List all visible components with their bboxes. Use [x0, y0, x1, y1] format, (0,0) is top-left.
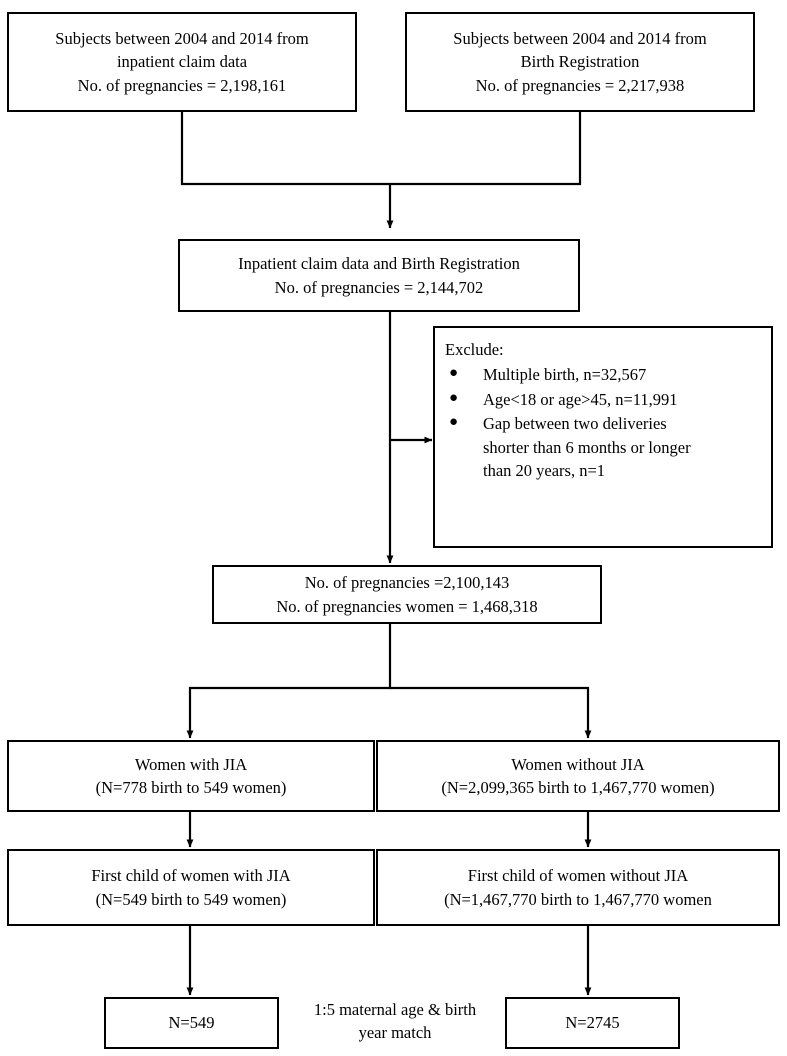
node-birth-registration-source-line-2: Birth Registration: [520, 52, 640, 72]
exclusion-list: ● Multiple birth, n=32,567 ● Age<18 or a…: [443, 363, 691, 483]
exclusion-item-multiple-birth: ● Multiple birth, n=32,567: [443, 363, 691, 386]
node-first-child-with-jia: First child of women with JIA (N=549 bir…: [7, 849, 375, 926]
node-women-without-jia-line-1: Women without JIA: [511, 754, 645, 774]
node-final-cases-line-1: N=549: [168, 1013, 215, 1033]
node-final-controls: N=2745: [505, 997, 680, 1049]
node-inpatient-source-line-2: inpatient claim data: [116, 52, 248, 72]
node-inpatient-source-line-3: No. of pregnancies = 2,198,161: [77, 75, 287, 95]
exclusion-item-age-line-1: Age<18 or age>45, n=11,991: [483, 389, 678, 409]
node-women-with-jia-line-2: (N=778 birth to 549 women): [95, 778, 287, 797]
node-final-controls-line-1: N=2745: [565, 1013, 620, 1033]
node-first-child-without-jia-line-2: (N=1,467,770 birth to 1,467,770 women: [444, 889, 712, 909]
match-note-line-2: birth year match: [358, 1000, 477, 1043]
bullet-icon: ●: [449, 365, 459, 382]
node-inpatient-source: Subjects between 2004 and 2014 from inpa…: [7, 12, 357, 112]
exclusion-title: Exclude:: [445, 340, 504, 359]
node-after-exclusion-line-2: No. of pregnancies women = 1,468,318: [276, 596, 538, 616]
exclusion-item-gap-line-2: shorter than 6 months or longer: [483, 437, 691, 457]
node-women-with-jia-line-1: Women with JIA: [134, 754, 248, 774]
node-women-with-jia: Women with JIA (N=778 birth to 549 women…: [7, 740, 375, 812]
node-birth-registration-source: Subjects between 2004 and 2014 from Birt…: [405, 12, 755, 112]
node-merged-data: Inpatient claim data and Birth Registrat…: [178, 239, 580, 312]
node-merged-data-line-1: Inpatient claim data and Birth Registrat…: [238, 254, 520, 274]
bullet-icon: ●: [449, 414, 459, 431]
node-first-child-without-jia-line-1: First child of women without JIA: [467, 866, 689, 886]
node-exclusion-criteria: Exclude: ● Multiple birth, n=32,567 ● Ag…: [433, 326, 773, 548]
node-after-exclusion-line-1: No. of pregnancies =2,100,143: [304, 573, 510, 593]
node-women-without-jia: Women without JIA (N=2,099,365 birth to …: [376, 740, 780, 812]
node-inpatient-source-line-1: Subjects between 2004 and 2014 from: [55, 28, 309, 48]
node-after-exclusion: No. of pregnancies =2,100,143 No. of pre…: [212, 565, 602, 624]
exclusion-item-gap-line-3: than 20 years, n=1: [483, 461, 606, 481]
exclusion-item-multiple-birth-line-1: Multiple birth, n=32,567: [483, 365, 647, 385]
exclusion-item-gap: ● Gap between two deliveries shorter tha…: [443, 412, 691, 482]
node-first-child-without-jia: First child of women without JIA (N=1,46…: [376, 849, 780, 926]
bullet-icon: ●: [449, 389, 459, 406]
node-birth-registration-source-line-1: Subjects between 2004 and 2014 from: [453, 28, 707, 48]
exclusion-item-gap-line-1: Gap between two deliveries: [483, 414, 667, 434]
exclusion-item-age: ● Age<18 or age>45, n=11,991: [443, 388, 691, 411]
node-women-without-jia-line-2: (N=2,099,365 birth to 1,467,770 women): [441, 778, 715, 797]
node-birth-registration-source-line-3: No. of pregnancies = 2,217,938: [475, 75, 685, 95]
node-final-cases: N=549: [104, 997, 279, 1049]
node-first-child-with-jia-line-1: First child of women with JIA: [91, 866, 291, 886]
node-merged-data-line-2: No. of pregnancies = 2,144,702: [274, 277, 484, 297]
match-note: 1:5 maternal age & birth year match: [300, 998, 490, 1045]
match-note-line-1: 1:5 maternal age &: [313, 1000, 441, 1019]
node-first-child-with-jia-line-2: (N=549 birth to 549 women): [95, 889, 287, 909]
